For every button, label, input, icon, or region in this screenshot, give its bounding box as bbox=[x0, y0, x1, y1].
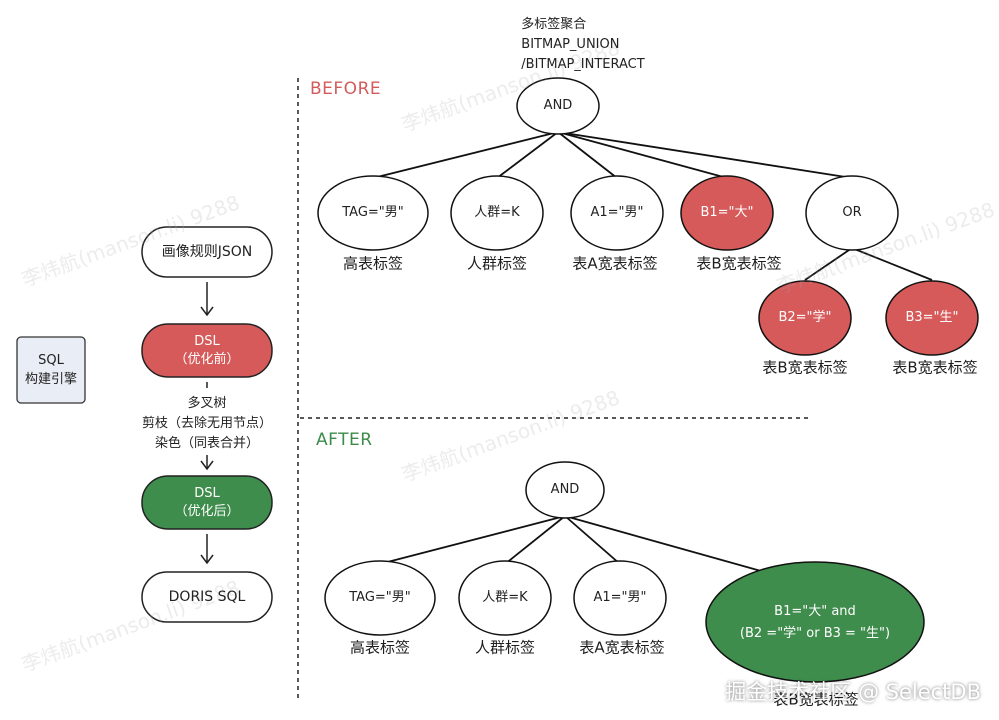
after-tag-node bbox=[324, 560, 436, 636]
dsl-before-node bbox=[141, 323, 273, 378]
after-title: AFTER bbox=[316, 430, 373, 450]
before-and-node bbox=[516, 77, 600, 135]
before-title: BEFORE bbox=[310, 79, 382, 99]
after-tag-caption: 高表标签 bbox=[349, 638, 411, 657]
dsl-before-line2: （优化前） bbox=[174, 352, 240, 367]
before-a1-caption: 表A宽表标签 bbox=[572, 254, 658, 273]
before-tag-label: TAG="男" bbox=[342, 205, 404, 220]
after-crowd-label: 人群=K bbox=[482, 590, 528, 605]
after-merged-node bbox=[705, 561, 925, 683]
after-a1-caption: 表A宽表标签 bbox=[579, 638, 665, 657]
after-a1-node bbox=[573, 560, 667, 636]
sql-engine-box bbox=[16, 336, 86, 404]
after-and-label: AND bbox=[550, 482, 580, 497]
before-a1-label: A1="男" bbox=[590, 205, 644, 220]
before-b3-label: B3="生" bbox=[905, 310, 959, 325]
before-crowd-label: 人群=K bbox=[474, 205, 520, 220]
after-crowd-node bbox=[458, 560, 552, 636]
dsl-before-label: DSL （优化前） bbox=[174, 333, 239, 369]
note-line3: 染色（同表合并） bbox=[154, 436, 260, 451]
optimization-note: 多叉树 剪枝（去除无用节点） 染色（同表合并） bbox=[142, 394, 272, 454]
before-a1-node bbox=[570, 175, 664, 251]
note-line2: 剪枝（去除无用节点） bbox=[141, 416, 273, 431]
note-line1: 多叉树 bbox=[187, 396, 227, 411]
dsl-after-line1: DSL bbox=[194, 486, 220, 501]
before-b2-label: B2="学" bbox=[778, 310, 832, 325]
dsl-after-node bbox=[141, 475, 273, 530]
merged-line2: (B2 ="学" or B3 = "生") bbox=[739, 626, 891, 641]
after-crowd-caption: 人群标签 bbox=[474, 638, 536, 657]
before-b1-label: B1="大" bbox=[700, 205, 754, 220]
after-tag-label: TAG="男" bbox=[349, 590, 411, 605]
merged-line1: B1="大" and bbox=[774, 604, 856, 619]
before-b1-node bbox=[680, 175, 774, 251]
doris-sql-node bbox=[141, 571, 273, 623]
before-b3-node bbox=[885, 280, 979, 356]
annotation-line2: BITMAP_UNION bbox=[521, 37, 620, 52]
after-merged-label: B1="大" and (B2 ="学" or B3 = "生") bbox=[740, 601, 890, 645]
before-b2-caption: 表B宽表标签 bbox=[762, 358, 848, 377]
before-tag-node bbox=[317, 175, 429, 251]
before-b1-caption: 表B宽表标签 bbox=[696, 254, 782, 273]
before-crowd-caption: 人群标签 bbox=[466, 254, 528, 273]
annotation-line1: 多标签聚合 bbox=[521, 17, 587, 32]
engine-line1: SQL bbox=[38, 353, 64, 368]
before-edges bbox=[372, 131, 933, 281]
json-node bbox=[141, 226, 273, 278]
dsl-before-line1: DSL bbox=[194, 334, 220, 349]
before-tag-caption: 高表标签 bbox=[342, 254, 404, 273]
json-node-label: 画像规则JSON bbox=[161, 244, 253, 260]
flow-arrows bbox=[200, 282, 214, 565]
after-and-node bbox=[525, 461, 605, 519]
before-and-label: AND bbox=[543, 98, 573, 113]
annotation-line3: /BITMAP_INTERACT bbox=[521, 57, 645, 72]
dsl-after-line2: （优化后） bbox=[174, 504, 240, 519]
before-or-label: OR bbox=[842, 205, 862, 220]
after-a1-label: A1="男" bbox=[593, 590, 647, 605]
before-or-node bbox=[805, 175, 899, 251]
top-annotation: 多标签聚合 BITMAP_UNION /BITMAP_INTERACT bbox=[521, 15, 644, 75]
before-crowd-node bbox=[450, 175, 544, 251]
before-b2-node bbox=[758, 280, 852, 356]
after-merged-caption: 表B宽表标签 bbox=[773, 690, 859, 709]
doris-sql-label: DORIS SQL bbox=[168, 589, 246, 605]
before-b3-caption: 表B宽表标签 bbox=[892, 358, 978, 377]
dsl-after-label: DSL （优化后） bbox=[174, 485, 239, 521]
footer-credit: 掘金技术社区 @ SelectDB bbox=[725, 680, 981, 704]
engine-line2: 构建引擎 bbox=[24, 372, 78, 387]
sql-engine-label: SQL 构建引擎 bbox=[25, 351, 77, 389]
